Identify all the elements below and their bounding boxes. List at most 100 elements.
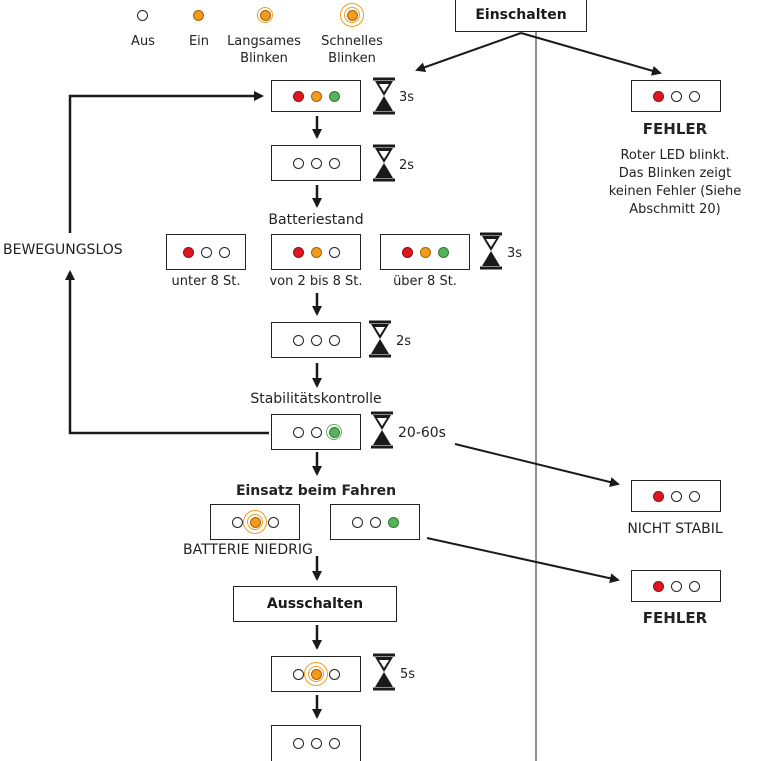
led-off	[688, 490, 700, 502]
battery-low-label: unter 8 St.	[171, 274, 241, 289]
loop-arrow-bottom	[65, 270, 269, 435]
led-red	[292, 90, 304, 102]
led-on-legend-icon	[193, 10, 204, 21]
led-red	[652, 580, 664, 592]
led-off	[310, 426, 322, 438]
hourglass-icon	[478, 232, 504, 274]
led-fast-blink-legend-icon	[340, 3, 364, 27]
arrow-to-startup	[415, 32, 522, 73]
shutdown-led-box	[271, 656, 361, 692]
error-desc-1: Roter LED blinkt.	[620, 148, 730, 163]
led-green-blinking	[325, 423, 342, 440]
timer-5s: 5s	[400, 667, 416, 682]
led-off	[328, 246, 340, 258]
led-off	[369, 516, 381, 528]
led-off	[292, 426, 304, 438]
startup-led-box	[271, 80, 361, 112]
timer-2s-b: 2s	[396, 334, 412, 349]
led-off	[328, 738, 340, 749]
legend-on-label: Ein	[188, 34, 210, 49]
led-off	[292, 668, 304, 680]
hourglass-icon	[369, 411, 395, 453]
led-off	[310, 334, 322, 346]
led-off	[328, 668, 340, 680]
led-off	[328, 334, 340, 346]
error-desc-3: keinen Fehler (Siehe	[608, 184, 742, 199]
stability-title: Stabilitätskontrolle	[250, 391, 382, 407]
led-off-legend-icon	[137, 10, 148, 21]
driving-low-battery-box	[210, 504, 300, 540]
led-green	[387, 516, 399, 528]
timer-3s: 3s	[399, 90, 415, 105]
battery-low-box	[166, 234, 246, 270]
power-off-label: Ausschalten	[266, 596, 364, 612]
error-title: FEHLER	[642, 120, 708, 138]
off-led-box-2	[271, 322, 361, 358]
battery-level-title: Batteriestand	[268, 212, 364, 228]
led-off	[218, 246, 230, 258]
led-green	[437, 246, 449, 258]
power-off-step: Ausschalten	[233, 586, 397, 622]
timer-3s-battery: 3s	[507, 246, 523, 261]
led-off	[267, 516, 279, 528]
off-led-box-1	[271, 145, 361, 181]
error-desc-4: Abschmitt 20)	[629, 202, 721, 217]
led-red	[292, 246, 304, 258]
error-desc-2: Das Blinken zeigt	[618, 166, 732, 181]
legend-slow-label-1: Langsames	[227, 34, 301, 49]
led-off	[328, 157, 340, 169]
led-off	[292, 334, 304, 346]
led-off	[351, 516, 363, 528]
led-off	[670, 580, 682, 592]
error-led-box	[631, 80, 721, 112]
not-stable-led-box	[631, 480, 721, 512]
battery-low-warning: BATTERIE NIEDRIG	[183, 542, 313, 558]
battery-high-label: über 8 St.	[393, 274, 457, 289]
final-off-led-box	[271, 725, 361, 761]
led-orange-fast-blink	[242, 509, 267, 534]
error-title-2: FEHLER	[642, 609, 708, 627]
battery-mid-label: von 2 bis 8 St.	[269, 274, 363, 289]
led-orange	[310, 246, 322, 258]
arrow-to-error-2	[426, 537, 620, 584]
timer-2s: 2s	[399, 158, 415, 173]
led-off	[200, 246, 212, 258]
power-on-step: Einschalten	[455, 0, 587, 32]
led-orange	[419, 246, 431, 258]
led-red	[652, 90, 664, 102]
led-off	[292, 157, 304, 169]
driving-title: Einsatz beim Fahren	[235, 483, 397, 499]
led-off	[688, 580, 700, 592]
battery-high-box	[380, 234, 470, 270]
timer-20-60s: 20-60s	[398, 425, 446, 441]
legend-fast-label-1: Schnelles	[321, 34, 383, 49]
motionless-label: BEWEGUNGSLOS	[3, 242, 123, 258]
legend-fast-label-2: Blinken	[328, 51, 376, 66]
error-led-box-2	[631, 570, 721, 602]
led-green	[328, 90, 340, 102]
led-off	[310, 738, 322, 749]
led-off	[292, 738, 304, 749]
power-on-label: Einschalten	[475, 7, 567, 23]
not-stable-label: NICHT STABIL	[627, 521, 723, 537]
led-red	[401, 246, 413, 258]
led-off	[231, 516, 243, 528]
led-red	[182, 246, 194, 258]
led-off	[310, 157, 322, 169]
led-off	[688, 90, 700, 102]
led-orange	[310, 90, 322, 102]
battery-mid-box	[271, 234, 361, 270]
legend-off-label: Aus	[131, 34, 155, 49]
driving-normal-box	[330, 504, 420, 540]
loop-arrow-top	[68, 91, 264, 233]
hourglass-icon	[371, 653, 397, 695]
led-off	[670, 490, 682, 502]
hourglass-icon	[371, 77, 397, 119]
hourglass-icon	[367, 320, 393, 362]
led-red	[652, 490, 664, 502]
led-off	[670, 90, 682, 102]
arrow-to-error	[520, 32, 662, 76]
led-slow-blink-legend-icon	[257, 7, 273, 23]
legend-slow-label-2: Blinken	[240, 51, 288, 66]
